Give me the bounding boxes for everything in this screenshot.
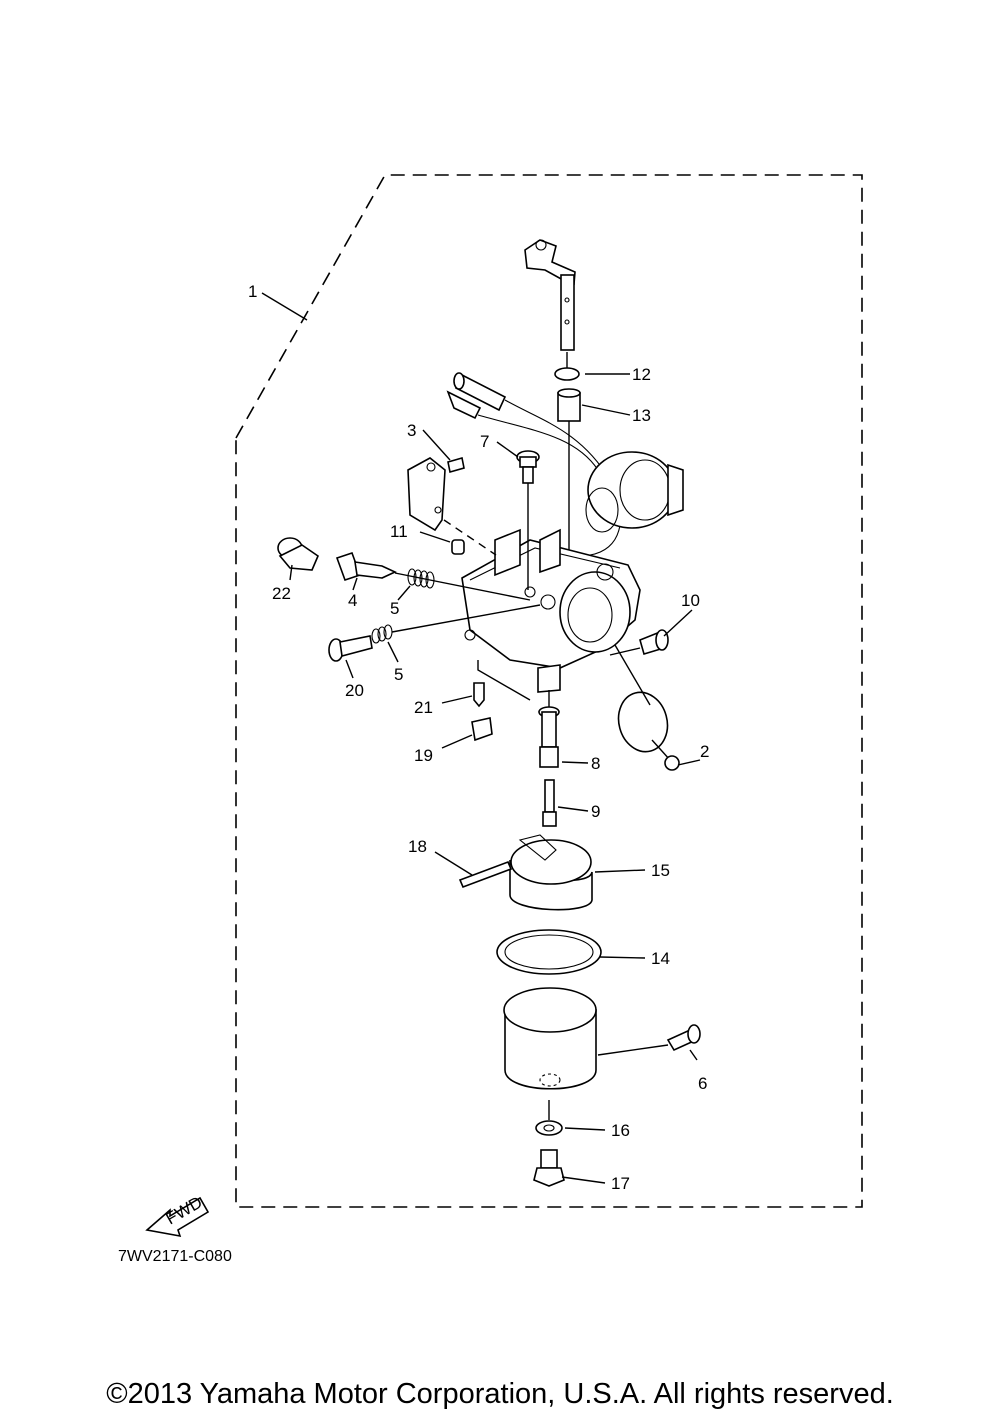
callout-5-upper: 5 xyxy=(390,599,399,618)
throttle-shaft-part xyxy=(524,239,576,368)
drain-bolt-17-part xyxy=(533,1149,565,1187)
callout-17: 17 xyxy=(611,1174,630,1193)
callout-5-lower: 5 xyxy=(394,665,403,684)
cap-22-part xyxy=(277,537,319,571)
pilot-screw-4-part xyxy=(335,551,397,582)
callout-22: 22 xyxy=(272,584,291,603)
callout-2: 2 xyxy=(700,742,709,761)
screw-10-part xyxy=(639,629,669,655)
fwd-arrow-icon xyxy=(145,1196,210,1238)
plate-3-part xyxy=(407,456,465,532)
spring-5-upper-part xyxy=(407,568,435,589)
clip-19-part xyxy=(471,717,493,742)
callout-18: 18 xyxy=(408,837,427,856)
needle-valve-21-part xyxy=(473,682,485,708)
callout-20: 20 xyxy=(345,681,364,700)
throttle-plate-2-part xyxy=(614,644,680,771)
float-bowl-part xyxy=(503,987,597,1090)
callout-21: 21 xyxy=(414,698,433,717)
gasket-14-part xyxy=(496,929,602,975)
float-pin-18-part xyxy=(458,860,513,889)
bushing-13-part xyxy=(557,388,581,422)
callout-19: 19 xyxy=(414,746,433,765)
float-15-part xyxy=(509,834,593,911)
callout-7: 7 xyxy=(480,432,489,451)
copyright-notice: ©2013 Yamaha Motor Corporation, U.S.A. A… xyxy=(106,1378,894,1410)
callout-16: 16 xyxy=(611,1121,630,1140)
screw-7-part xyxy=(516,450,540,484)
callout-10: 10 xyxy=(681,591,700,610)
callout-6: 6 xyxy=(698,1074,707,1093)
callout-12: 12 xyxy=(632,365,651,384)
callout-4: 4 xyxy=(348,591,357,610)
callout-labels: 1 2 3 4 5 5 6 7 8 9 10 11 12 13 14 15 16… xyxy=(248,282,709,1193)
main-jet-9-part xyxy=(542,779,557,827)
callout-11: 11 xyxy=(390,522,408,541)
choke-wire-part xyxy=(446,372,621,556)
washer-16-part xyxy=(535,1120,563,1136)
callout-1: 1 xyxy=(248,282,257,301)
callout-13: 13 xyxy=(632,406,651,425)
leader-lines xyxy=(261,292,701,1184)
callout-15: 15 xyxy=(651,861,670,880)
spring-5-lower-part xyxy=(371,624,393,644)
diaphragm-housing-part xyxy=(585,451,684,533)
main-jet-holder-8-part xyxy=(538,706,560,768)
washer-12-part xyxy=(554,367,580,381)
callout-14: 14 xyxy=(651,949,670,968)
callout-8: 8 xyxy=(591,754,600,773)
part-11 xyxy=(451,539,465,555)
callout-9: 9 xyxy=(591,802,600,821)
carburetor-body-part xyxy=(461,528,641,693)
screw-6-part xyxy=(666,1024,701,1052)
assembly-boundary xyxy=(235,174,863,1208)
callout-3: 3 xyxy=(407,421,416,440)
drawing-code: 7WV2171-C080 xyxy=(118,1248,232,1265)
screw-20-part xyxy=(328,635,373,662)
